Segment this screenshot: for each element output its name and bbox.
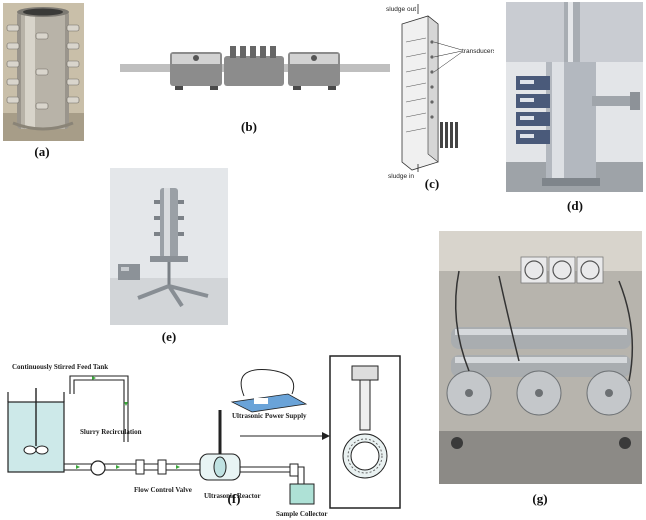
- label-slurry-recirculation: Slurry Recirculation: [80, 428, 142, 436]
- photo-e: [110, 168, 228, 325]
- caption-b: (b): [241, 119, 257, 134]
- label-feed-tank: Continuously Stirred Feed Tank: [12, 363, 108, 371]
- schematic-f: Continuously Stirred Feed Tank Slurry Re…: [0, 346, 406, 520]
- caption-g: (g): [532, 491, 548, 506]
- caption-e: (e): [161, 329, 177, 344]
- diagram-c: sludge out transducers sludge in: [378, 2, 494, 182]
- label-sludge-in: sludge in: [388, 173, 414, 180]
- valve-icon: [135, 459, 145, 475]
- photo-a-reactor-cylinder: [3, 3, 84, 141]
- caption-d: (d): [567, 198, 583, 213]
- pump-icon: [90, 460, 106, 476]
- photo-g: [439, 231, 642, 484]
- power-supply: [230, 393, 308, 413]
- photo-g-triple-reactor: [439, 231, 642, 484]
- sample-collector: [289, 483, 315, 505]
- caption-a: (a): [34, 144, 50, 159]
- diagram-c-sludge-reactor: sludge out transducers sludge in: [386, 4, 494, 180]
- label-flow-control-valve: Flow Control Valve: [134, 486, 192, 494]
- photo-a: [3, 3, 84, 141]
- caption-c: (c): [424, 176, 440, 191]
- valve-icon-2: [157, 459, 167, 475]
- photo-d-lab-setup: [506, 2, 643, 192]
- render-b-inline-reactor: [120, 46, 390, 90]
- caption-f: (f): [227, 491, 241, 506]
- schematic-f-flow-diagram: Continuously Stirred Feed Tank Slurry Re…: [7, 355, 401, 518]
- label-sample-collector: Sample Collector: [276, 510, 328, 518]
- photo-d: [506, 2, 643, 192]
- photo-e-benchtop-reactor: [110, 168, 228, 325]
- label-ultrasonic-reactor: Ultrasonic Reactor: [204, 492, 261, 500]
- label-power-supply: Ultrasonic Power Supply: [232, 412, 307, 420]
- render-b: [120, 28, 390, 108]
- label-sludge-out: sludge out: [386, 6, 416, 13]
- label-transducers: transducers: [462, 48, 494, 55]
